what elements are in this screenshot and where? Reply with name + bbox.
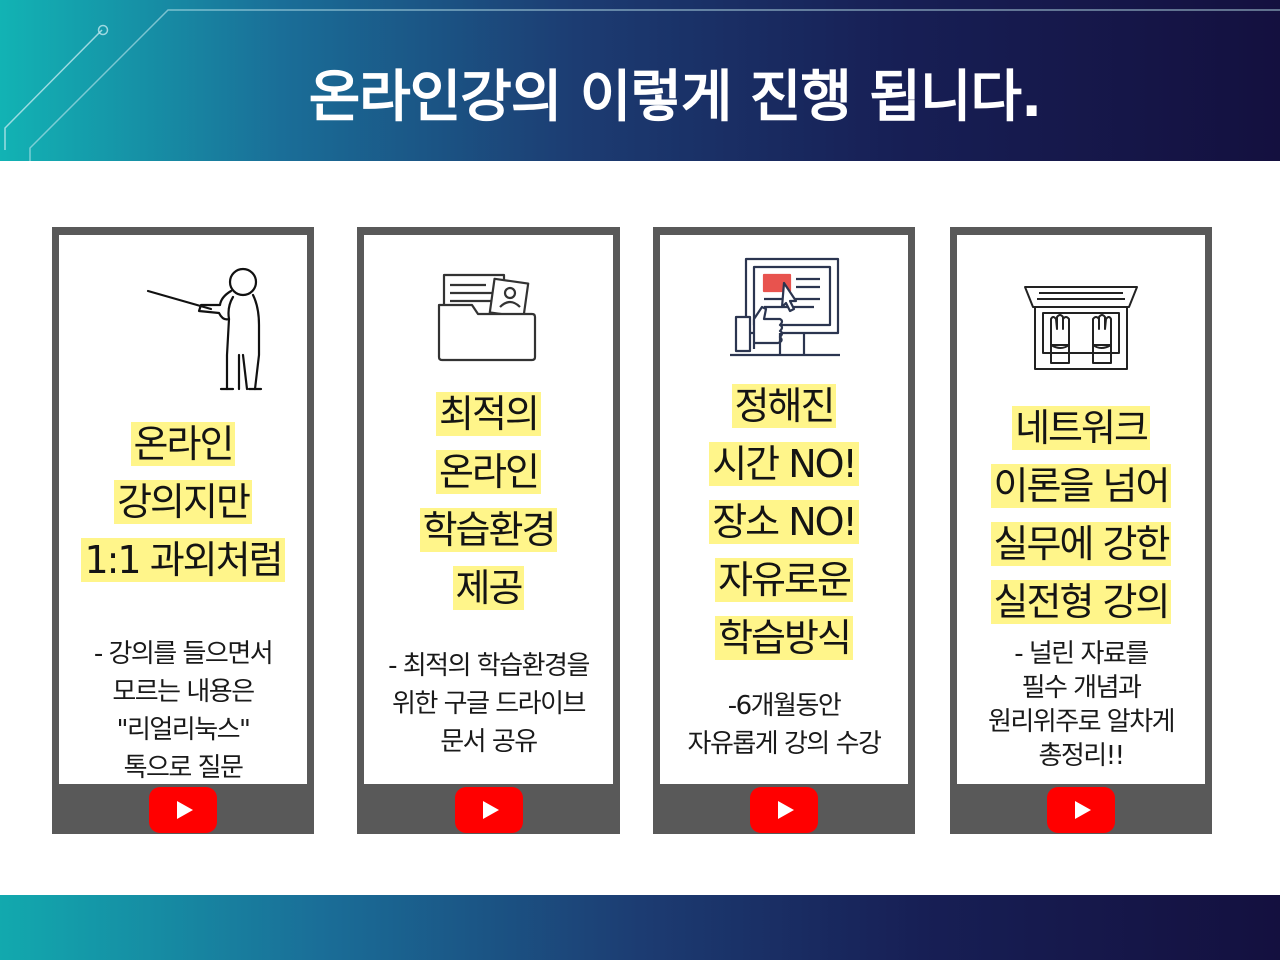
- feature-card-1: 온라인 강의지만 1:1 과외처럼 - 강의를 들으면서 모르는 내용은 "리얼…: [52, 227, 314, 834]
- headline-line: 학습환경: [419, 508, 558, 552]
- card-headline: 최적의 온라인 학습환경 제공: [364, 385, 613, 617]
- description-line: 위한 구글 드라이브: [392, 689, 586, 719]
- headline-line: 온라인: [130, 422, 236, 466]
- page-title: 온라인강의 이렇게 진행 됩니다.: [308, 65, 1043, 130]
- youtube-play-button[interactable]: [750, 787, 818, 833]
- feature-card-3: 정해진 시간 NO! 장소 NO! 자유로운 학습방식 -6개월동안 자유롭게 …: [653, 227, 915, 834]
- online-screen-like-icon: [660, 253, 908, 363]
- header-banner: 온라인강의 이렇게 진행 됩니다.: [0, 0, 1280, 161]
- headline-line: 이론을 넘어: [990, 464, 1172, 508]
- headline-line: 정해진: [731, 384, 837, 428]
- youtube-play-button[interactable]: [1047, 787, 1115, 833]
- feature-card-2: 최적의 온라인 학습환경 제공 - 최적의 학습환경을 위한 구글 드라이브 문…: [357, 227, 620, 834]
- description-line: - 강의를 들으면서: [93, 639, 274, 669]
- card-description: -6개월동안 자유롭게 강의 수강: [660, 687, 908, 763]
- card-content: 온라인 강의지만 1:1 과외처럼 - 강의를 들으면서 모르는 내용은 "리얼…: [59, 235, 307, 784]
- card-headline: 온라인 강의지만 1:1 과외처럼: [59, 415, 307, 589]
- description-line: -6개월동안: [727, 691, 842, 721]
- play-icon: [482, 801, 499, 819]
- headline-line: 제공: [452, 566, 525, 610]
- card-content: 네트워크 이론을 넘어 실무에 강한 실전형 강의 - 널린 자료를 필수 개념…: [957, 235, 1205, 784]
- play-icon: [778, 801, 794, 819]
- teacher-pointer-icon: [59, 255, 307, 395]
- headline-line: 실전형 강의: [990, 580, 1172, 624]
- folder-documents-icon: [364, 265, 613, 365]
- feature-card-4: 네트워크 이론을 넘어 실무에 강한 실전형 강의 - 널린 자료를 필수 개념…: [950, 227, 1212, 834]
- headline-line: 시간 NO!: [709, 442, 859, 486]
- headline-line: 최적의: [436, 392, 541, 436]
- description-line: 톡으로 질문: [123, 753, 244, 783]
- description-line: "리얼리눅스": [116, 715, 251, 745]
- description-line: 모르는 내용은: [112, 677, 255, 707]
- card-headline: 정해진 시간 NO! 장소 NO! 자유로운 학습방식: [660, 377, 908, 667]
- youtube-play-button[interactable]: [149, 787, 217, 833]
- card-description: - 널린 자료를 필수 개념과 원리위주로 알차게 총정리!!: [957, 637, 1205, 773]
- headline-line: 네트워크: [1012, 406, 1150, 450]
- headline-line: 실무에 강한: [990, 522, 1172, 566]
- footer-banner: [0, 895, 1280, 960]
- youtube-play-button[interactable]: [454, 787, 523, 833]
- play-icon: [177, 801, 193, 819]
- description-line: 자유롭게 강의 수강: [687, 729, 882, 759]
- card-description: - 강의를 들으면서 모르는 내용은 "리얼리눅스" 톡으로 질문: [59, 635, 307, 784]
- headline-line: 학습방식: [715, 616, 853, 660]
- description-line: - 널린 자료를: [1014, 639, 1149, 669]
- play-icon: [1075, 801, 1091, 819]
- description-line: 필수 개념과: [1021, 673, 1142, 703]
- headline-line: 온라인: [436, 450, 541, 494]
- card-headline: 네트워크 이론을 넘어 실무에 강한 실전형 강의: [957, 399, 1205, 631]
- description-line: - 최적의 학습환경을: [388, 651, 590, 681]
- description-line: 원리위주로 알차게: [987, 707, 1176, 737]
- headline-line: 강의지만: [114, 480, 252, 524]
- headline-line: 장소 NO!: [709, 500, 859, 544]
- laptop-typing-icon: [957, 279, 1205, 379]
- card-content: 정해진 시간 NO! 장소 NO! 자유로운 학습방식 -6개월동안 자유롭게 …: [660, 235, 908, 784]
- description-line: 문서 공유: [440, 727, 538, 757]
- headline-line: 1:1 과외처럼: [81, 538, 285, 582]
- circuit-line-decoration: [4, 9, 1280, 161]
- description-line: 총정리!!: [1038, 741, 1125, 771]
- headline-line: 자유로운: [715, 558, 853, 602]
- card-description: - 최적의 학습환경을 위한 구글 드라이브 문서 공유: [364, 647, 613, 761]
- card-content: 최적의 온라인 학습환경 제공 - 최적의 학습환경을 위한 구글 드라이브 문…: [364, 235, 613, 784]
